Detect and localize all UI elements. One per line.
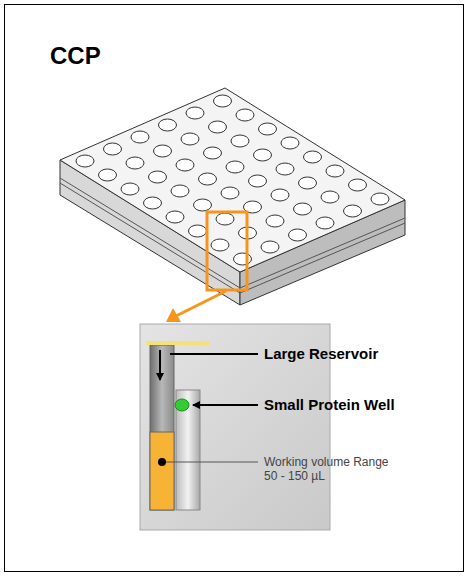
- well-hole: [304, 151, 322, 163]
- well-hole: [234, 253, 252, 265]
- well-hole: [194, 199, 212, 211]
- well-hole: [271, 189, 289, 201]
- plate: [60, 88, 405, 305]
- well-hole: [176, 159, 194, 171]
- well-hole: [131, 131, 149, 143]
- small-protein-well: [176, 390, 200, 510]
- well-hole: [149, 171, 167, 183]
- well-hole: [126, 157, 144, 169]
- well-hole: [189, 225, 207, 237]
- well-hole: [221, 187, 239, 199]
- well-hole: [199, 173, 217, 185]
- well-hole: [154, 145, 172, 157]
- well-hole: [266, 215, 284, 227]
- fill-arrow: [159, 350, 161, 380]
- well-hole: [181, 133, 199, 145]
- protein-drop: [175, 399, 189, 411]
- well-hole: [371, 193, 389, 205]
- leader-dot: [158, 458, 166, 466]
- well-hole: [226, 161, 244, 173]
- leader-line: [164, 462, 258, 463]
- zoom-arrow: [176, 291, 226, 316]
- well-hole: [99, 169, 117, 181]
- well-hole: [209, 121, 227, 133]
- well-hole: [159, 119, 177, 131]
- well-hole: [321, 191, 339, 203]
- well-hole: [121, 183, 139, 195]
- well-hole: [214, 95, 232, 107]
- well-hole: [276, 163, 294, 175]
- frame: [5, 5, 464, 572]
- zoom-arrowhead: [166, 308, 181, 322]
- well-hole: [294, 203, 312, 215]
- well-hole: [349, 179, 367, 191]
- well-hole: [186, 107, 204, 119]
- well-hole: [236, 109, 254, 121]
- well-hole: [254, 149, 272, 161]
- leader-line: [193, 404, 258, 406]
- callout-label: Working volume Range 50 - 150 µL: [264, 455, 399, 483]
- large-reservoir: [150, 345, 174, 510]
- well-hole: [171, 185, 189, 197]
- well-hole: [344, 205, 362, 217]
- well-hole: [299, 177, 317, 189]
- well-hole: [249, 175, 267, 187]
- leader-line: [170, 353, 258, 355]
- callout-label: Small Protein Well: [264, 396, 395, 413]
- well-hole: [261, 241, 279, 253]
- well-hole: [216, 213, 234, 225]
- working-volume: [150, 432, 174, 510]
- well-hole: [281, 137, 299, 149]
- highlight-box: [207, 212, 247, 290]
- well-hole: [316, 217, 334, 229]
- well-hole: [204, 147, 222, 159]
- well-hole: [144, 197, 162, 209]
- well-hole: [104, 143, 122, 155]
- seal: [146, 341, 210, 345]
- well-hole: [231, 135, 249, 147]
- well-hole: [166, 211, 184, 223]
- well-hole: [259, 123, 277, 135]
- well-hole: [289, 229, 307, 241]
- well-hole: [326, 165, 344, 177]
- callout-label: Large Reservoir: [264, 345, 378, 362]
- title: CCP: [50, 42, 101, 70]
- well-hole: [76, 155, 94, 167]
- well-hole: [211, 239, 229, 251]
